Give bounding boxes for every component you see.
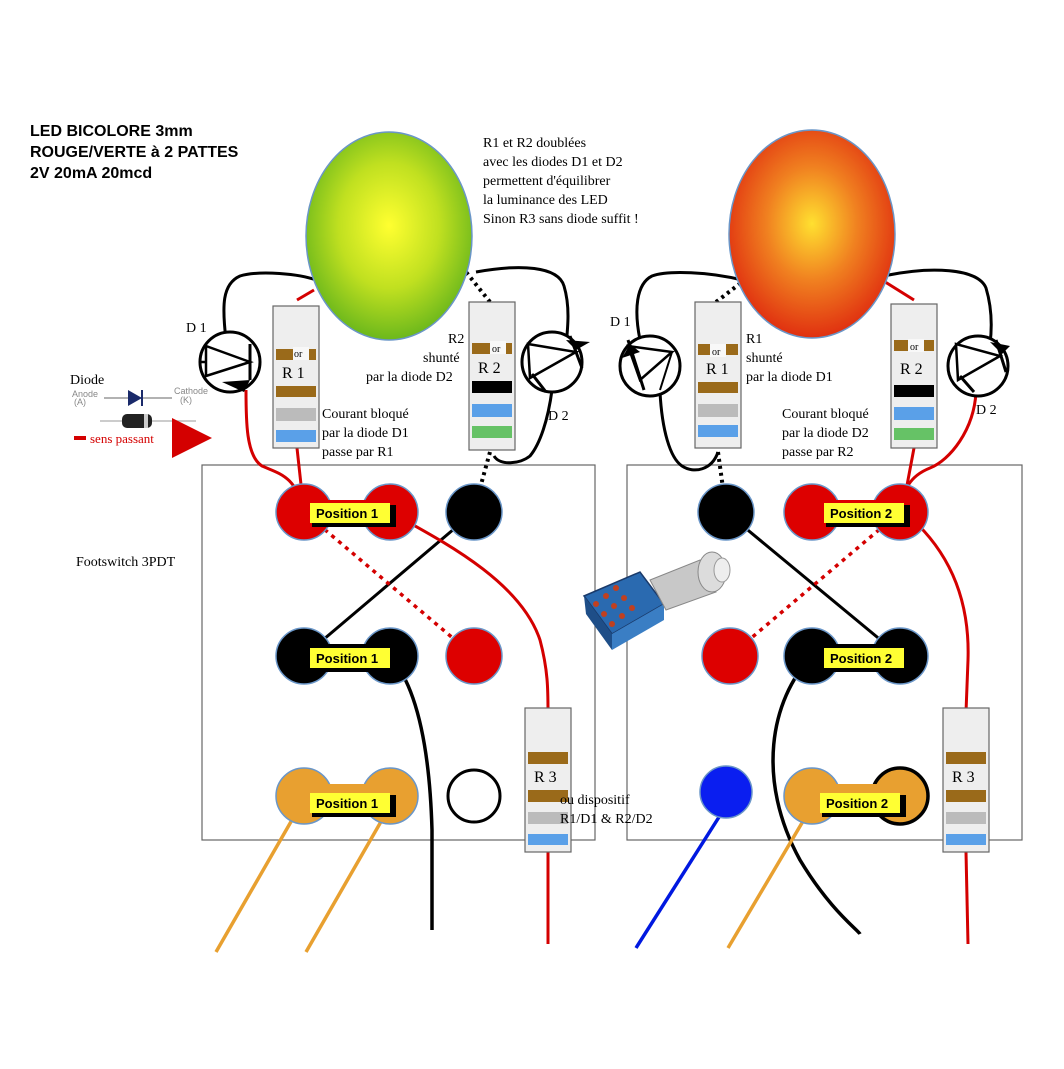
diode-legend: Diode Anode (A) Cathode (K) sens passant xyxy=(70,373,212,458)
right-position-labels: Position 2 Position 2 Position 2 xyxy=(820,503,910,817)
right-r1-note-3: par la diode D1 xyxy=(746,370,833,385)
note-line-1: R1 et R2 doublées xyxy=(483,136,586,151)
footswitch-photo-icon xyxy=(582,551,731,650)
right-r1-note-2: shunté xyxy=(746,351,783,366)
right-resistor-r3: R 3 xyxy=(942,707,990,853)
left-r2-or: or xyxy=(492,344,501,355)
right-position-bottom: Position 2 xyxy=(826,796,888,811)
left-position-bottom: Position 1 xyxy=(316,796,378,811)
right-r1-note-1: R1 xyxy=(746,332,762,347)
left-diode-d2 xyxy=(520,330,590,394)
led-green xyxy=(305,131,473,341)
right-r1-label: R 1 xyxy=(706,361,729,378)
pad xyxy=(445,627,503,685)
footswitch-label: Footswitch 3PDT xyxy=(76,555,176,570)
diode-symbol-icon xyxy=(128,390,142,406)
legend-anode-label: Anode xyxy=(72,389,98,399)
right-resistor-r2: or R 2 xyxy=(890,303,938,449)
left-r3-note-2: R1/D1 & R2/D2 xyxy=(560,812,653,827)
right-d2-label: D 2 xyxy=(976,403,997,418)
note-line-3: permettent d'équilibrer xyxy=(483,174,611,189)
left-position-top: Position 1 xyxy=(316,506,378,521)
title-line-3: 2V 20mA 20mcd xyxy=(30,165,152,182)
left-r3-label: R 3 xyxy=(534,769,557,786)
right-position-middle: Position 2 xyxy=(830,651,892,666)
note-block: R1 et R2 doublées avec les diodes D1 et … xyxy=(483,136,639,227)
left-d1-label: D 1 xyxy=(186,321,207,336)
legend-anode-sub: (A) xyxy=(74,397,86,407)
legend-cathode-sub: (K) xyxy=(180,395,192,405)
pad xyxy=(446,768,502,824)
left-r2-note-2: shunté xyxy=(423,351,460,366)
right-r1-or: or xyxy=(712,347,721,358)
left-annotations: D 1 D 2 R2 shunté par la diode D2 Couran… xyxy=(186,321,653,827)
left-resistor-r1: or R 1 xyxy=(272,305,320,449)
left-r3-note-1: ou dispositif xyxy=(560,793,630,808)
note-line-5: Sinon R3 sans diode suffit ! xyxy=(483,212,639,227)
left-diode-d1 xyxy=(198,330,262,394)
right-diode-d1 xyxy=(618,334,682,398)
left-d2-label: D 2 xyxy=(548,409,569,424)
title-block: LED BICOLORE 3mm ROUGE/VERTE à 2 PATTES … xyxy=(30,123,239,182)
right-annotations: D 1 D 2 R1 shunté par la diode D1 Couran… xyxy=(610,315,997,460)
left-r1-or: or xyxy=(294,349,303,360)
legend-diode-label: Diode xyxy=(70,373,104,388)
left-position-labels: Position 1 Position 1 Position 1 xyxy=(310,503,396,817)
left-blocked-1: Courant bloqué xyxy=(322,407,409,422)
right-position-top: Position 2 xyxy=(830,506,892,521)
footswitch-box-left xyxy=(201,464,596,841)
legend-cathode-label: Cathode xyxy=(174,386,208,396)
right-r2-label: R 2 xyxy=(900,361,923,378)
right-blocked-1: Courant bloqué xyxy=(782,407,869,422)
right-d1-label: D 1 xyxy=(610,315,631,330)
left-r2-note-3: par la diode D2 xyxy=(366,370,453,385)
right-blocked-2: par la diode D2 xyxy=(782,426,869,441)
left-resistor-r2: or R 2 xyxy=(468,301,516,451)
left-blocked-2: par la diode D1 xyxy=(322,426,409,441)
right-blocked-3: passe par R2 xyxy=(782,445,854,460)
left-r2-note-1: R2 xyxy=(448,332,464,347)
footswitch-box-right xyxy=(626,464,1023,841)
right-resistor-r1: or R 1 xyxy=(694,301,742,449)
note-line-4: la luminance des LED xyxy=(483,193,608,208)
right-diode-d2 xyxy=(946,334,1010,398)
left-resistor-r3: R 3 xyxy=(524,707,572,853)
left-r1-label: R 1 xyxy=(282,365,305,382)
title-line-1: LED BICOLORE 3mm xyxy=(30,123,193,140)
title-line-2: ROUGE/VERTE à 2 PATTES xyxy=(30,144,239,161)
left-position-middle: Position 1 xyxy=(316,651,378,666)
pad xyxy=(697,483,755,541)
led-orange xyxy=(728,129,896,339)
right-r2-or: or xyxy=(910,342,919,353)
note-line-2: avec les diodes D1 et D2 xyxy=(483,155,623,170)
left-r2-label: R 2 xyxy=(478,360,501,377)
legend-sens-passant: sens passant xyxy=(90,431,154,446)
right-r3-label: R 3 xyxy=(952,769,975,786)
pad xyxy=(699,765,753,819)
pad xyxy=(701,627,759,685)
left-blocked-3: passe par R1 xyxy=(322,445,394,460)
pad xyxy=(445,483,503,541)
